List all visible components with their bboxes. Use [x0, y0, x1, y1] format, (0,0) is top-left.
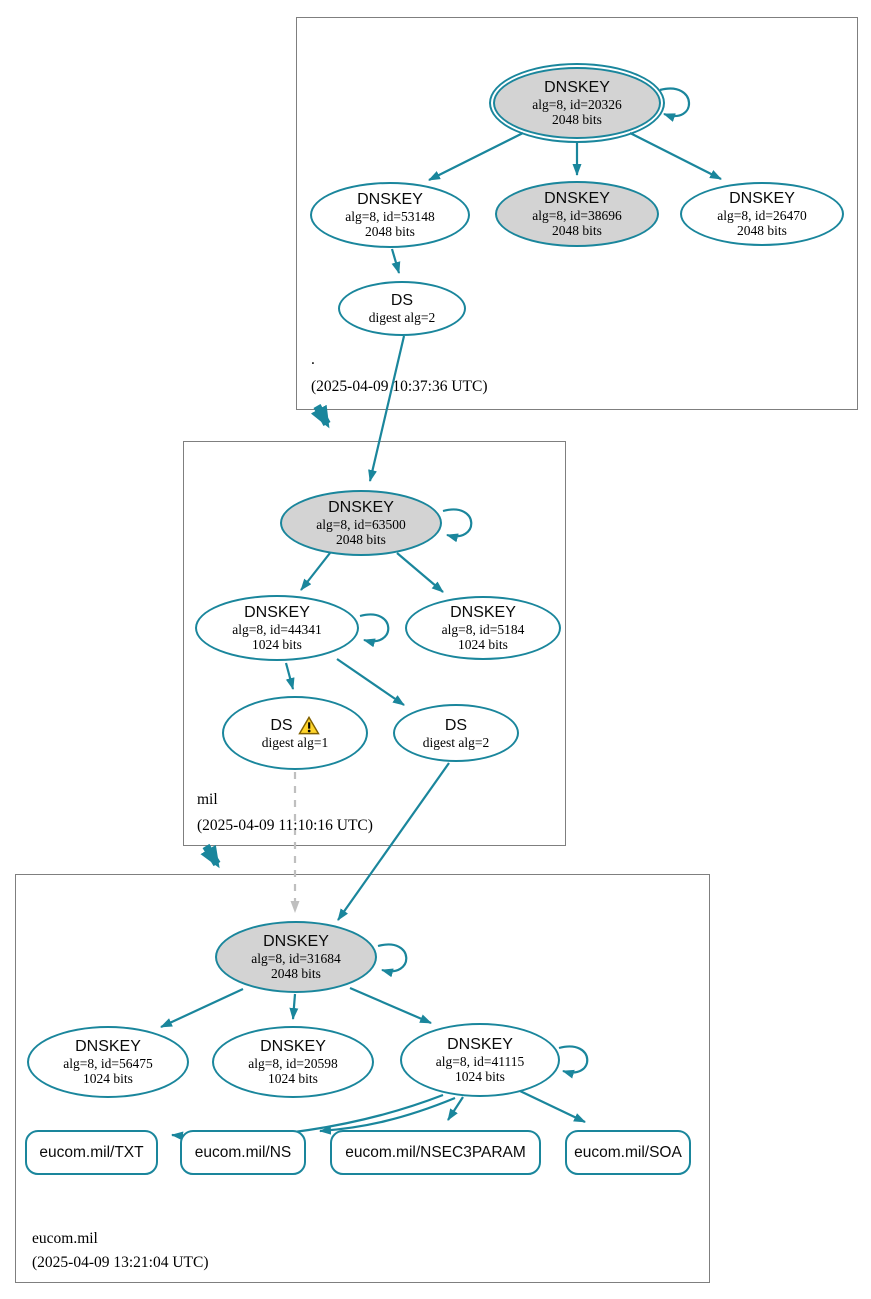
node-alg-id: alg=8, id=31684: [251, 951, 341, 966]
node-title: DNSKEY: [544, 190, 610, 207]
node-alg-id: alg=8, id=56475: [63, 1056, 153, 1071]
ds-node-mil-alg2: DS digest alg=2: [393, 704, 519, 762]
dnskey-node-44341: DNSKEY alg=8, id=44341 1024 bits: [195, 595, 359, 661]
node-title: DNSKEY: [263, 933, 329, 950]
node-bits: 1024 bits: [252, 637, 302, 652]
node-alg-id: alg=8, id=5184: [441, 622, 525, 637]
node-bits: 1024 bits: [268, 1071, 318, 1086]
node-alg-id: alg=8, id=53148: [345, 209, 435, 224]
dnskey-node-5184: DNSKEY alg=8, id=5184 1024 bits: [405, 596, 561, 660]
dnskey-node-53148: DNSKEY alg=8, id=53148 2048 bits: [310, 182, 470, 248]
dnskey-node-41115: DNSKEY alg=8, id=41115 1024 bits: [400, 1023, 560, 1097]
dnskey-node-26470: DNSKEY alg=8, id=26470 2048 bits: [680, 182, 844, 246]
node-alg-id: alg=8, id=41115: [435, 1054, 525, 1069]
node-title: DS: [390, 292, 414, 309]
node-digest: digest alg=2: [368, 310, 436, 325]
node-title: DS: [270, 716, 293, 734]
node-bits: 1024 bits: [455, 1069, 505, 1084]
node-bits: 2048 bits: [552, 223, 602, 238]
ds-node-root: DS digest alg=2: [338, 281, 466, 336]
zone-name-root: .: [311, 351, 315, 368]
delegation-arrow-mil-to-eucom: [200, 843, 221, 869]
warning-icon: [297, 716, 320, 735]
node-alg-id: alg=8, id=44341: [232, 622, 322, 637]
node-title: DNSKEY: [357, 191, 423, 208]
node-digest: digest alg=2: [422, 734, 490, 750]
dnskey-node-56475: DNSKEY alg=8, id=56475 1024 bits: [27, 1026, 189, 1098]
node-title: DNSKEY: [244, 604, 310, 621]
node-title: DNSKEY: [328, 499, 394, 516]
node-title: DNSKEY: [544, 79, 610, 96]
node-alg-id: alg=8, id=26470: [717, 208, 807, 223]
dnskey-node-20598: DNSKEY alg=8, id=20598 1024 bits: [212, 1026, 374, 1098]
node-alg-id: alg=8, id=38696: [532, 208, 622, 223]
dnskey-node-63500-ksk: DNSKEY alg=8, id=63500 2048 bits: [280, 490, 442, 556]
rrset-eucom-mil-nsec3param: eucom.mil/NSEC3PARAM: [330, 1130, 541, 1175]
zone-box-root: [296, 17, 858, 410]
rrset-eucom-mil-soa: eucom.mil/SOA: [565, 1130, 691, 1175]
node-alg-id: alg=8, id=20598: [248, 1056, 338, 1071]
node-title: DNSKEY: [260, 1038, 326, 1055]
node-bits: 2048 bits: [737, 223, 787, 238]
dnskey-node-31684-ksk: DNSKEY alg=8, id=31684 2048 bits: [215, 921, 377, 993]
dnskey-node-20326-ksk: DNSKEY alg=8, id=20326 2048 bits: [488, 62, 666, 144]
node-bits: 2048 bits: [336, 532, 386, 547]
zone-name-mil: mil: [197, 791, 218, 808]
zone-timestamp-eucom-mil: (2025-04-09 13:21:04 UTC): [32, 1254, 209, 1271]
ds-node-mil-alg1: DS digest alg=1: [222, 696, 368, 770]
rrset-eucom-mil-txt: eucom.mil/TXT: [25, 1130, 158, 1175]
node-title: DNSKEY: [729, 190, 795, 207]
node-bits: 1024 bits: [83, 1071, 133, 1086]
node-bits: 2048 bits: [365, 224, 415, 239]
node-title: DNSKEY: [447, 1036, 513, 1053]
node-title: DNSKEY: [450, 604, 516, 621]
zone-timestamp-mil: (2025-04-09 11:10:16 UTC): [197, 817, 373, 834]
node-alg-id: alg=8, id=63500: [316, 517, 406, 532]
node-bits: 2048 bits: [552, 112, 602, 127]
node-title: DNSKEY: [75, 1038, 141, 1055]
node-digest: digest alg=1: [261, 735, 329, 750]
node-bits: 2048 bits: [271, 966, 321, 981]
rrset-eucom-mil-ns: eucom.mil/NS: [180, 1130, 306, 1175]
zone-timestamp-root: (2025-04-09 10:37:36 UTC): [311, 378, 488, 395]
zone-name-eucom-mil: eucom.mil: [32, 1230, 98, 1247]
node-bits: 1024 bits: [458, 637, 508, 652]
node-title: DS: [444, 716, 468, 734]
dnskey-node-38696: DNSKEY alg=8, id=38696 2048 bits: [495, 181, 659, 247]
node-alg-id: alg=8, id=20326: [532, 97, 622, 112]
